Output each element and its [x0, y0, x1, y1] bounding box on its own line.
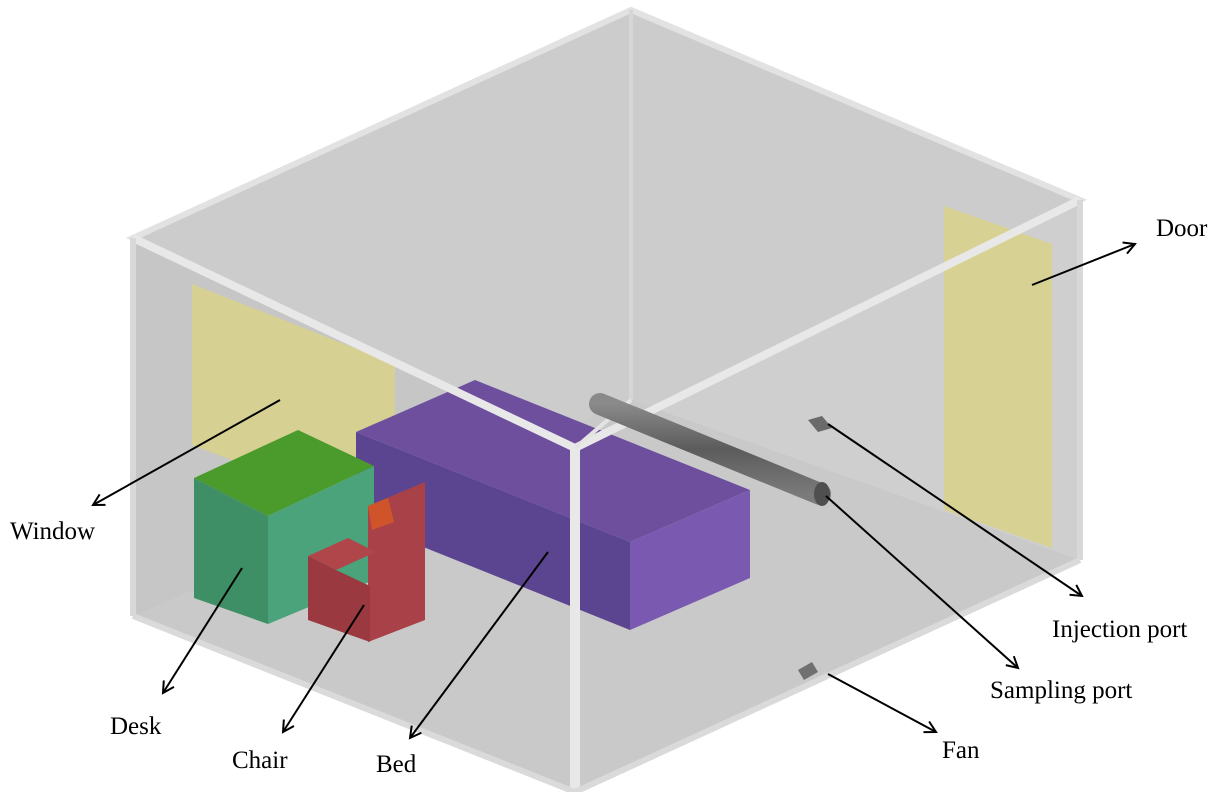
fan-arrow [827, 673, 936, 732]
sampling-tube [589, 393, 831, 506]
room-front-right-edge [573, 196, 1082, 452]
desk-front [194, 478, 268, 624]
bed-label: Bed [376, 751, 417, 778]
bed-side [630, 490, 750, 630]
desk-arrow [163, 567, 243, 693]
fan-marker [798, 662, 818, 680]
room-bottom-left-edge [131, 613, 577, 792]
desk-label: Desk [110, 713, 162, 740]
fan-label: Fan [942, 737, 980, 764]
door-arrow [1031, 244, 1135, 286]
window-arrow [93, 399, 281, 505]
room-bottom-right-edge [573, 557, 1082, 792]
desk-top [194, 430, 374, 516]
injection-port-marker [808, 416, 832, 432]
chair-arrow [283, 604, 365, 732]
leader-arrows [93, 244, 1135, 738]
chair-seat-top [308, 538, 376, 570]
room-front-edges [130, 10, 1083, 792]
room-front-left-edge [131, 234, 577, 452]
bed-arrow [410, 551, 549, 738]
door-label: Door [1156, 215, 1208, 242]
sampling-port-label: Sampling port [990, 677, 1132, 704]
bed-top [356, 380, 750, 542]
chair-back-top [368, 498, 394, 530]
bed-front [356, 432, 630, 630]
sampling-port-arrow [825, 495, 1018, 668]
window-label: Window [10, 518, 95, 545]
injection-port-arrow [827, 423, 1082, 596]
door-panel [944, 206, 1052, 548]
bed-shape [356, 380, 750, 630]
injection-port-label: Injection port [1052, 616, 1187, 643]
chair-label: Chair [232, 747, 288, 774]
